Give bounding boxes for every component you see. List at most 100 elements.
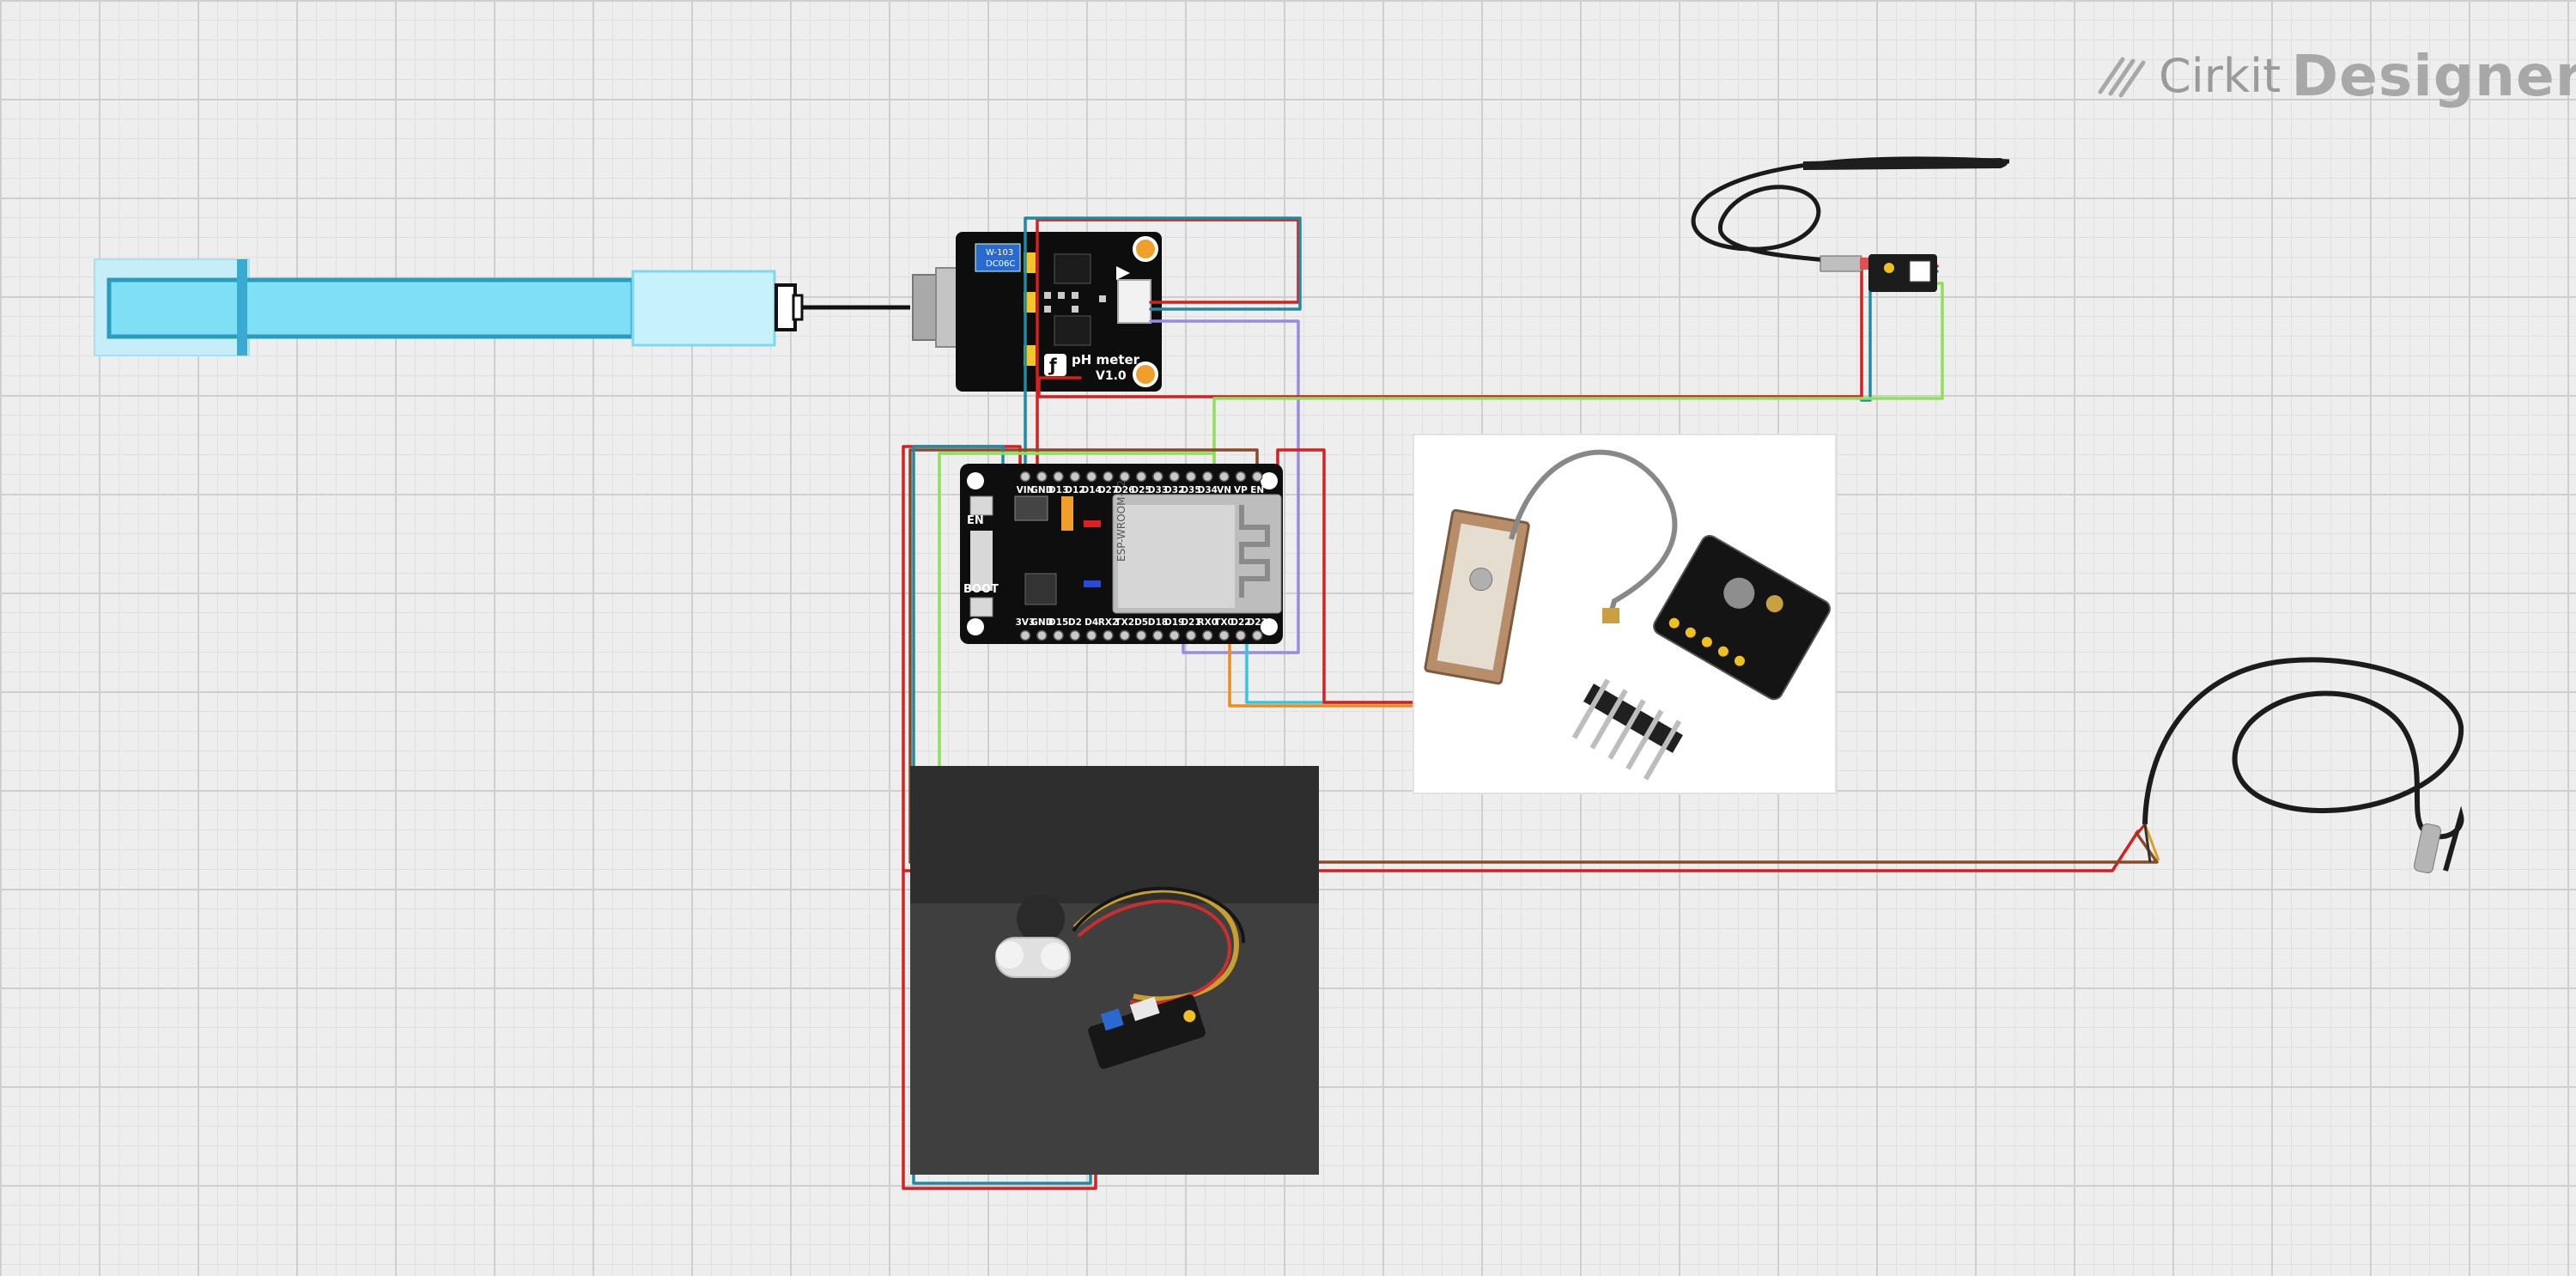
ph-probe[interactable] [94,258,804,356]
esp32-bottom-pin-label-d4: D4 [1084,617,1098,628]
ds18b20-steel-tip [2414,823,2441,874]
ph-probe-body [106,277,635,339]
esp32-top-pin-label-d26: D26 [1115,485,1134,495]
esp32-top-pin-label-d34: D34 [1198,485,1218,495]
turbidity-sensor[interactable] [910,766,1319,1175]
esp32-bottom-pin-d5[interactable] [1135,629,1147,641]
esp32-bottom-pin-d19[interactable] [1169,629,1180,641]
esp32-top-pin-label-gnd: GND [1030,485,1053,495]
pot-code: DC06C [986,259,1015,269]
esp32-bottom-pin-label-tx2: TX2 [1115,617,1135,628]
esp32-bottom-pin-label-3v3: 3V3 [1016,617,1036,628]
logo-brand-suffix: Designer [2291,42,2576,109]
esp32-bottom-pin-label-rx0: RX0 [1198,617,1218,628]
gps-antenna-cable [1509,449,1678,614]
esp32-bottom-pin-d15[interactable] [1053,629,1064,641]
esp32-bottom-pin-rx2[interactable] [1103,629,1114,641]
ph-meter-board[interactable]: W-103 DC06C ƒ pH meter V1.0 [912,232,1162,392]
esp32-bottom-pin-3v3[interactable] [1019,629,1031,641]
esp32-top-pin-d33[interactable] [1152,471,1163,483]
ds18b20-cable [2142,657,2464,872]
esp32-bottom-pin-label-rx2: RX2 [1098,617,1119,628]
esp32-bottom-pin-d22[interactable] [1235,629,1247,641]
ph-probe-tip [631,270,776,347]
temperature-probe-tip [1803,158,2008,170]
temperature-probe-adapter[interactable] [1691,156,2010,292]
gps-pin-header [1571,678,1683,781]
wire-red-ds18b20-vcc [902,445,2140,872]
esp32-top-pin-label-d32: D32 [1164,485,1184,495]
ph-trimmer-pot [975,243,1021,272]
esp32-top-pin-label-d14: D14 [1082,485,1102,495]
wire-teal-ph-gnd [1024,216,1302,478]
mount-hole [1133,236,1158,262]
esp32-top-pin-d13[interactable] [1053,471,1064,483]
esp32-bottom-pin-d21[interactable] [1185,629,1197,641]
esp32-bottom-pin-tx0[interactable] [1218,629,1230,641]
ph-signal-header [1117,279,1151,324]
esp32-bottom-pin-d23[interactable] [1251,629,1263,641]
esp32-top-pin-d35[interactable] [1185,471,1197,483]
wire-green-temp-signal [1212,282,1944,478]
esp32-top-pin-label-en: EN [1250,485,1264,495]
esp32-top-pin-d12[interactable] [1069,471,1081,483]
esp32-bottom-pin-tx2[interactable] [1119,629,1131,641]
esp32-top-pin-label-vin: VIN [1017,485,1035,495]
esp32-mount-hole [967,472,984,489]
ds18b20-probe[interactable] [2135,657,2464,874]
esp32-top-pin-vp[interactable] [1235,471,1247,483]
esp32-top-pin-vn[interactable] [1218,471,1230,483]
esp32-bottom-pin-label-d15: D15 [1048,617,1068,628]
esp32-bottom-pin-label-d5: D5 [1134,617,1148,628]
en-button[interactable] [969,495,993,516]
esp32-top-pin-gnd[interactable] [1036,471,1048,483]
esp32-top-pin-d26[interactable] [1119,471,1131,483]
esp32-top-pin-label-d12: D12 [1065,485,1084,495]
esp32-top-pin-label-d25: D25 [1131,485,1151,495]
logo-brand-name: Cirkit [2159,48,2281,103]
usb-uart-chip [1024,573,1057,605]
esp32-top-pin-d34[interactable] [1202,471,1213,483]
esp32-bottom-pin-d18[interactable] [1152,629,1163,641]
esp32-top-pin-en[interactable] [1251,471,1263,483]
esp32-top-pin-d32[interactable] [1169,471,1180,483]
ph-probe-ring [237,259,247,355]
esp32-top-pin-d14[interactable] [1085,471,1097,483]
ph-meter-title: pH meter [1072,352,1140,368]
temperature-probe-cable [1691,156,2010,264]
wire-lavender-ph-signal [1149,319,1300,654]
esp32-bottom-pin-label-tx0: TX0 [1214,617,1234,628]
turbidity-probe-head [1017,895,1065,943]
turbidity-adapter-board [1088,994,1206,1069]
boot-button[interactable] [969,597,993,617]
esp32-bottom-pin-label-d21: D21 [1181,617,1200,628]
board-logo-glyph: ƒ [1048,355,1057,375]
esp32-top-pin-d27[interactable] [1103,471,1114,483]
esp32-bottom-pin-d4[interactable] [1085,629,1097,641]
wire-red-ph-vcc [1036,218,1300,478]
esp32-bottom-pin-rx0[interactable] [1202,629,1213,641]
esp32-top-pin-label-d35: D35 [1181,485,1200,495]
gps-module[interactable] [1413,434,1837,794]
esp32-devkit[interactable]: ESP-WROOM-32 EN BOOT VINGNDD13D12D14D27D… [960,464,1283,644]
wire-brown-ds18b20-gnd [908,831,2159,864]
cirkit-stripes-icon [2098,57,2146,98]
wire-red-temp-vcc [1037,264,1939,398]
esp32-top-pin-vin[interactable] [1019,471,1031,483]
wire-brown-ds18b20-gnd-up [908,448,1259,864]
esp32-bottom-pin-gnd[interactable] [1036,629,1048,641]
esp32-top-pin-label-vn: VN [1217,485,1231,495]
en-button-label: EN [967,514,984,527]
cirkit-designer-logo: Cirkit Designer [2095,41,2576,110]
ph-meter-version: V1.0 [1096,369,1127,383]
esp32-chip-label: ESP-WROOM-32 [1115,480,1127,562]
esp32-bottom-pin-d2[interactable] [1069,629,1081,641]
antenna-trace [1239,505,1270,598]
esp32-top-pin-d25[interactable] [1135,471,1147,483]
boot-button-label: BOOT [963,583,999,596]
ph-opamp-chip [1054,253,1091,284]
gps-breakout-board [1653,535,1832,701]
dfrobot-logo-icon [1044,354,1066,376]
